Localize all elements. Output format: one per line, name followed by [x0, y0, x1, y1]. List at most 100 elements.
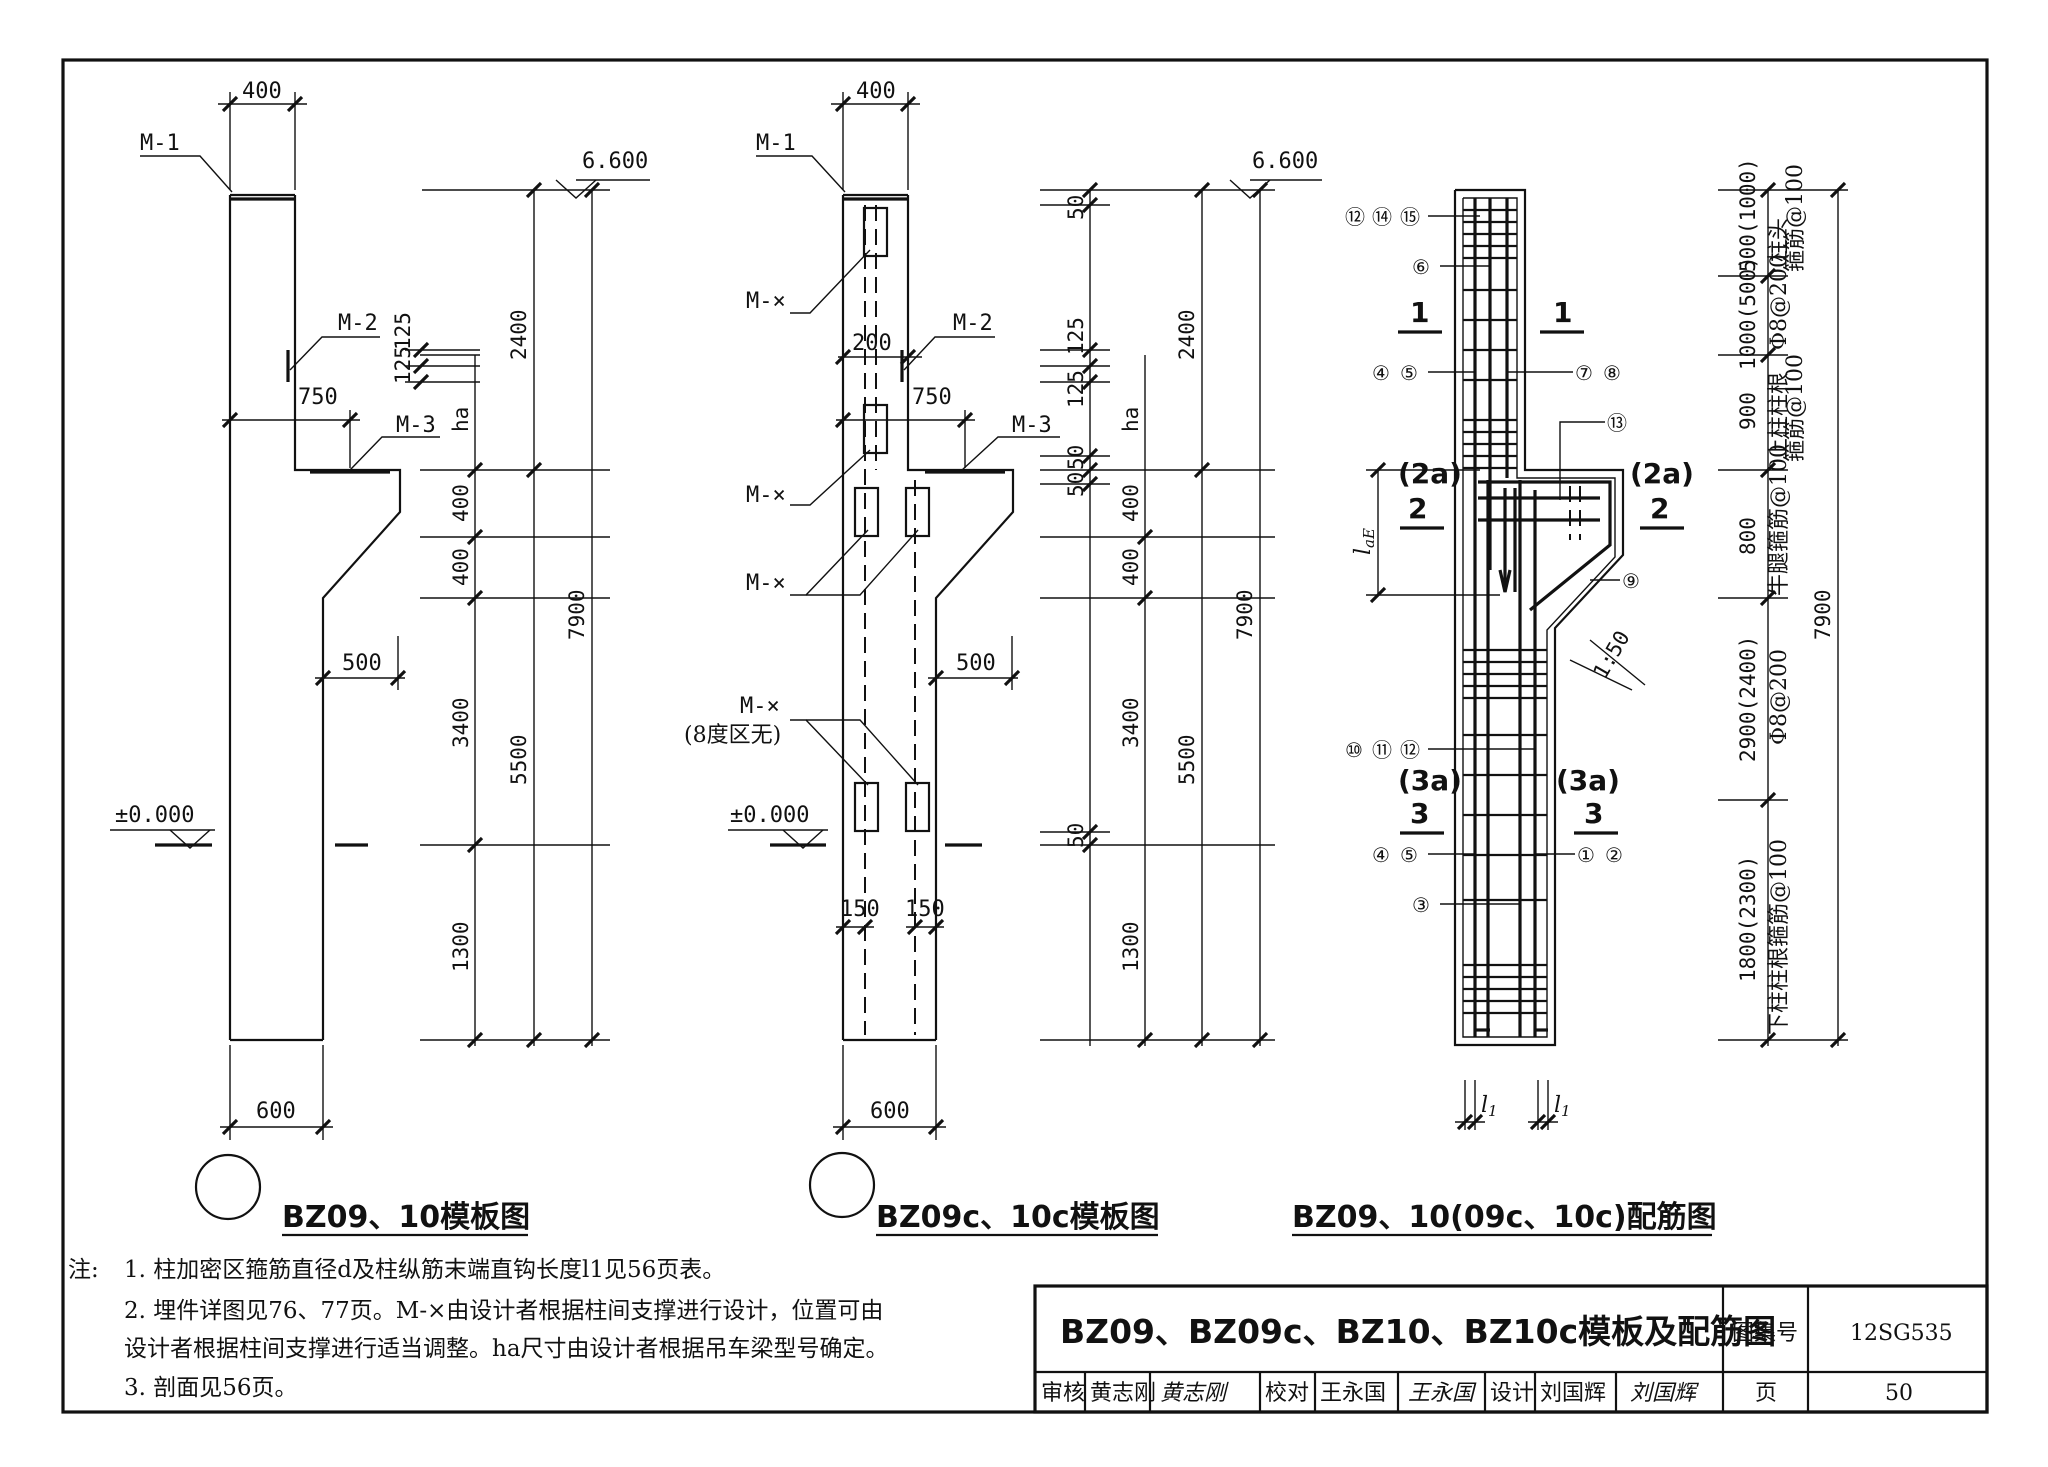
middle-axis-bubble [808, 1151, 876, 1219]
middle-dim-400a: 400 [1119, 484, 1143, 522]
middle-dim-50b: 50 [1064, 445, 1088, 470]
section-3-left: 3 [1410, 797, 1429, 830]
page-number: 50 [1885, 1381, 1913, 1406]
svg-text:④: ④ [1372, 361, 1390, 385]
stirrup-note-lower-root: 下柱柱根箍筋@100 [1767, 839, 1792, 1035]
section-2-right: 2 [1650, 492, 1669, 525]
svg-text:⑪: ⑪ [1372, 738, 1392, 762]
middle-dim-7900: 7900 [1233, 589, 1257, 640]
svg-text:③: ③ [1412, 893, 1430, 917]
middle-label-mx-3: M-× [746, 571, 786, 596]
bar-callout-13: ⑬ [1559, 411, 1627, 500]
left-formwork-diagram: ±0.000 6.600 400 M-1 M-2 M-3 750 500 [110, 79, 650, 1237]
middle-dim-125a: 125 [1064, 317, 1088, 355]
stirrup-dim-2900: 2900(2400) [1736, 636, 1760, 762]
middle-label-mx-4: M-× [740, 694, 780, 719]
middle-elev-zero: ±0.000 [730, 803, 809, 828]
l1-right-label: l1 [1554, 1093, 1571, 1120]
svg-text:⑭: ⑭ [1372, 205, 1392, 229]
middle-dim-400b: 400 [1119, 548, 1143, 586]
middle-dim-50d: 50 [1064, 823, 1088, 848]
middle-dim-3400: 3400 [1119, 697, 1143, 748]
middle-lower-width: 500 [956, 651, 996, 676]
middle-dim-ha: ha [1119, 407, 1143, 432]
svg-text:⑤: ⑤ [1400, 843, 1418, 867]
note-2-cont: 设计者根据柱间支撑进行适当调整。ha尺寸由设计者根据吊车梁型号确定。 [124, 1336, 889, 1362]
svg-text:⑦: ⑦ [1575, 361, 1593, 385]
page-label: 页 [1755, 1381, 1777, 1406]
stirrup-note-mid: Φ8@200 [1767, 649, 1792, 745]
middle-bottom-width: 600 [870, 1099, 910, 1124]
middle-label-mx-1: M-× [746, 289, 786, 314]
left-elev-zero: ±0.000 [115, 803, 194, 828]
middle-elev-top: 6.600 [1252, 149, 1318, 174]
left-elev-top: 6.600 [582, 149, 648, 174]
stirrup-dim-1800: 1800(2300) [1736, 856, 1760, 982]
stirrup-note-corbel: 牛腿箍筋@100 [1767, 444, 1792, 596]
left-dim-400a: 400 [449, 484, 473, 522]
left-dim-1300: 1300 [449, 921, 473, 972]
slope-label: 1:50 [1589, 627, 1635, 683]
notes-label: 注: [68, 1257, 99, 1283]
stirrup-note-top-b: 箍筋@100 [1783, 164, 1808, 272]
left-dim-125a: 125 [391, 312, 415, 350]
stirrup-dim-1000: 1000(500) [1736, 256, 1760, 370]
bar-callout-4-5-upper: ④ ⑤ [1372, 361, 1475, 385]
left-label-m3: M-3 [396, 413, 436, 438]
left-dim-125b: 125 [391, 346, 415, 384]
middle-label-mx-2: M-× [746, 483, 786, 508]
middle-offset-150b: 150 [905, 897, 945, 922]
middle-dim-1300: 1300 [1119, 921, 1143, 972]
designer-name: 刘国辉 [1540, 1381, 1606, 1406]
left-dim-400b: 400 [449, 548, 473, 586]
bar-callout-1-2: ① ② [1535, 843, 1623, 867]
stirrup-dim-800: 800 [1736, 517, 1760, 555]
note-2: 2. 埋件详图见76、77页。M-×由设计者根据柱间支撑进行设计，位置可由 [124, 1298, 883, 1324]
left-lower-width: 500 [342, 651, 382, 676]
stirrup-note-top-a: 柱头 [1767, 218, 1792, 262]
middle-formwork-diagram: ±0.000 6.600 400 M-1 M-2 M-3 M-× M-× M-×… [684, 79, 1322, 1237]
svg-text:⑨: ⑨ [1622, 569, 1640, 593]
designer-signature: 刘国辉 [1630, 1381, 1700, 1406]
left-dim-ha: ha [449, 407, 473, 432]
middle-top-width: 400 [856, 79, 896, 104]
reviewer-name: 黄志刚 [1090, 1381, 1156, 1406]
section-2-left: 2 [1408, 492, 1427, 525]
bar-callout-6: ⑥ [1412, 255, 1490, 279]
bar-callout-7-8: ⑦ ⑧ [1507, 361, 1621, 385]
note-1: 1. 柱加密区箍筋直径d及柱纵筋末端直钩长度l1见56页表。 [124, 1257, 725, 1283]
left-dim-3400: 3400 [449, 697, 473, 748]
bar-callout-10-11-12: ⑩ ⑪ ⑫ [1345, 738, 1535, 762]
middle-mx-note: (8度区无) [684, 723, 781, 748]
section-2a-right: (2a) [1630, 457, 1694, 490]
bar-callout-3: ③ [1412, 893, 1520, 917]
middle-caption: BZ09c、10c模板图 [876, 1200, 1160, 1235]
svg-text:⑫: ⑫ [1400, 738, 1420, 762]
svg-text:⑩: ⑩ [1345, 738, 1363, 762]
stirrup-note-upper-root-b: 箍筋@100 [1783, 354, 1808, 462]
middle-offset-200: 200 [852, 331, 892, 356]
middle-dim-2400: 2400 [1175, 309, 1199, 360]
svg-text:⑬: ⑬ [1607, 411, 1627, 435]
atlas-label: 图集号 [1732, 1321, 1798, 1346]
lae-label: laE [1351, 528, 1378, 555]
middle-dim-5500: 5500 [1175, 734, 1199, 785]
middle-dim-125b: 125 [1064, 370, 1088, 408]
design-label: 设计 [1490, 1381, 1534, 1406]
middle-dim-50a: 50 [1064, 195, 1088, 220]
left-bottom-width: 600 [256, 1099, 296, 1124]
svg-text:⑮: ⑮ [1400, 205, 1420, 229]
section-3-right: 3 [1584, 797, 1603, 830]
svg-text:②: ② [1605, 843, 1623, 867]
section-2a-left: (2a) [1398, 457, 1462, 490]
l1-left-label: l1 [1481, 1093, 1498, 1120]
middle-corbel-width: 750 [912, 385, 952, 410]
section-3a-right: (3a) [1556, 764, 1620, 797]
stirrup-note-upper-root-a: 上柱柱根 [1767, 372, 1792, 460]
drawing-title: BZ09、BZ09c、BZ10、BZ10c模板及配筋图 [1060, 1312, 1776, 1351]
left-caption: BZ09、10模板图 [282, 1200, 530, 1235]
review-label: 审核 [1041, 1381, 1085, 1406]
left-dim-2400: 2400 [507, 309, 531, 360]
check-label: 校对 [1265, 1381, 1309, 1406]
